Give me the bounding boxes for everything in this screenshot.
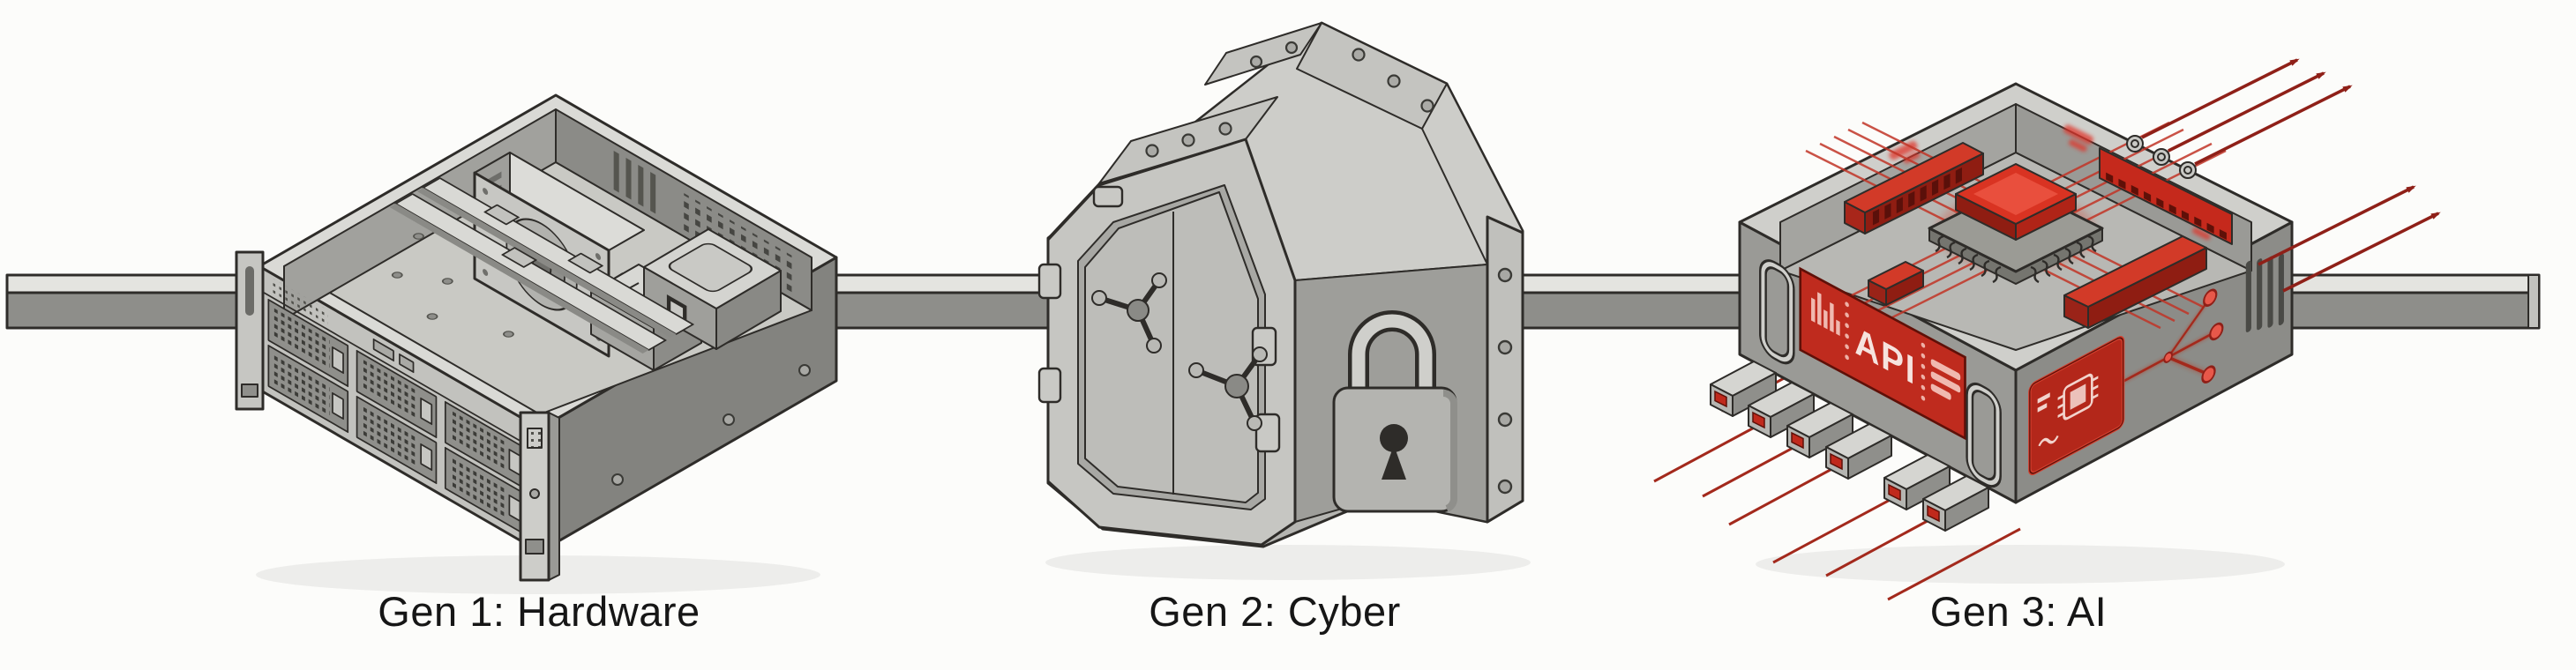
vault-illustration (1037, 21, 1524, 548)
io-plug (1922, 475, 1989, 532)
chassis-rails (389, 177, 694, 354)
bar-chart-icon (1811, 292, 1840, 337)
io-plugs (1710, 361, 1989, 532)
server-front-details (259, 278, 540, 536)
io-plug (1883, 454, 1951, 510)
drive-bays (267, 298, 526, 536)
stage-label-gen3: Gen 3: AI (1929, 588, 2108, 635)
vault-doors (1084, 191, 1259, 503)
side-bolts (611, 364, 811, 486)
api-panel: API (1799, 266, 1966, 441)
server-illustration (235, 93, 838, 582)
padlock-icon (1332, 310, 1457, 513)
stage-label-gen1: Gen 1: Hardware (378, 588, 700, 635)
dial-handle-icon (1091, 272, 1167, 354)
rivet-band-right (1486, 215, 1524, 524)
accelerator-card (2063, 235, 2207, 329)
gpu-screen (2028, 336, 2125, 476)
ground-shadows (256, 545, 2285, 594)
io-plug (1748, 382, 1815, 438)
io-plug (1786, 402, 1853, 458)
io-plug (1710, 361, 1777, 417)
handle-icon (1966, 382, 2002, 488)
stage-label-gen2: Gen 2: Cyber (1149, 588, 1401, 635)
ai-illustration: API (1653, 58, 2441, 601)
api-face: API (1759, 259, 2002, 488)
list-icon (1930, 359, 1961, 400)
handle-icon (1759, 259, 1795, 365)
io-plug (1825, 423, 1892, 480)
cpu-chip-icon (1928, 163, 2104, 285)
output-arrows (2141, 58, 2441, 293)
psu (643, 228, 782, 350)
red-block (1868, 261, 1924, 306)
rack-ear-front (519, 411, 560, 582)
front-dot-grid (271, 278, 328, 325)
rivet-band-cap (1296, 22, 1488, 265)
neural-network-icon (2124, 288, 2224, 383)
dial-handle-icon (1188, 346, 1268, 431)
rack-ear-left (235, 250, 265, 411)
ram-module-wall (2099, 147, 2233, 245)
ai-interior (1779, 103, 2252, 351)
vault-front-plate (1037, 138, 1297, 547)
ai-right-face-details (2028, 253, 2284, 476)
ram-module-floor (1844, 142, 1984, 234)
vent-slats-icon (2245, 253, 2284, 332)
